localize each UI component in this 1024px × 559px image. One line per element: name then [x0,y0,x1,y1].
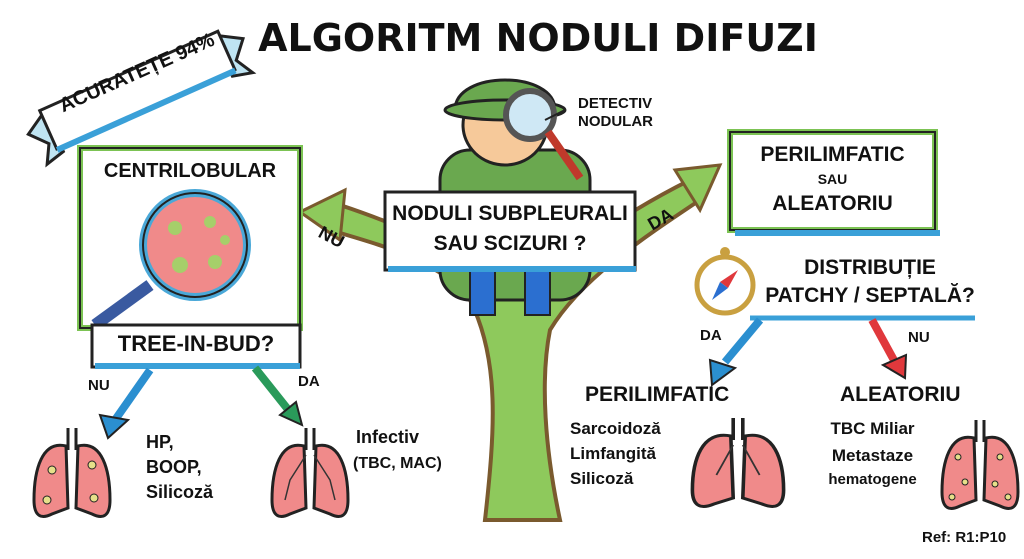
tree-in-bud-question: TREE-IN-BUD? [117,331,275,356]
centrilobular-title: CENTRILOBULAR [103,160,277,182]
central-question-line1: NODULI SUBPLEURALI [392,202,628,225]
no-arrow-left [111,367,154,423]
distribution-question-1: DISTRIBUȚIE [804,256,936,279]
yes-result-1: Infectiv [356,427,420,447]
left-no-label: NU [88,377,110,394]
detective-label-1: DETECTIV [578,95,653,112]
distribution-question-2: PATCHY / SEPTALĂ? [765,284,975,307]
reference: Ref: R1:P10 [922,529,1007,546]
right-box-line3: ALEATORIU [772,192,893,215]
central-question-line2: SAU SCIZURI ? [433,232,587,255]
no-result-1: HP, [146,432,174,452]
lung-perilymphatic-icon [690,416,786,509]
perilymphatic-item-3: Silicoză [570,469,634,488]
lung-nodules-icon [32,426,112,518]
perilymphatic-item-1: Sarcoidoză [570,419,661,438]
yes-arrow-right [721,317,764,365]
yes-arrow-left [251,365,294,415]
accuracy-banner [26,29,257,168]
left-yes-label: DA [298,373,320,390]
right-box-line1: PERILIMFATIC [760,143,905,166]
lung-tree-in-bud-icon [270,426,350,518]
random-item-1: TBC Miliar [830,419,915,438]
page-title: ALGORITM NODULI DIFUZI [258,16,818,60]
random-item-3: hematogene [828,471,917,488]
no-result-2: BOOP, [146,457,202,477]
detective-label-2: NODULAR [578,113,653,130]
perilymphatic-title: PERILIMFATIC [585,383,730,406]
right-box-line2: SAU [817,171,848,187]
magnifier-lobule-icon [91,189,251,330]
yes-result-2: (TBC, MAC) [353,455,442,472]
lung-random-icon [940,418,1020,510]
right-yes-label: DA [700,327,722,344]
tree-in-bud-box [90,323,302,369]
compass-icon [694,247,756,316]
no-result-3: Silicoză [146,482,214,502]
question-board [383,190,637,272]
no-arrow-right [868,318,899,364]
random-item-2: Metastaze [831,446,914,465]
perilymphatic-item-2: Limfangită [570,444,656,463]
right-no-label: NU [908,329,930,346]
random-title: ALEATORIU [840,383,961,406]
